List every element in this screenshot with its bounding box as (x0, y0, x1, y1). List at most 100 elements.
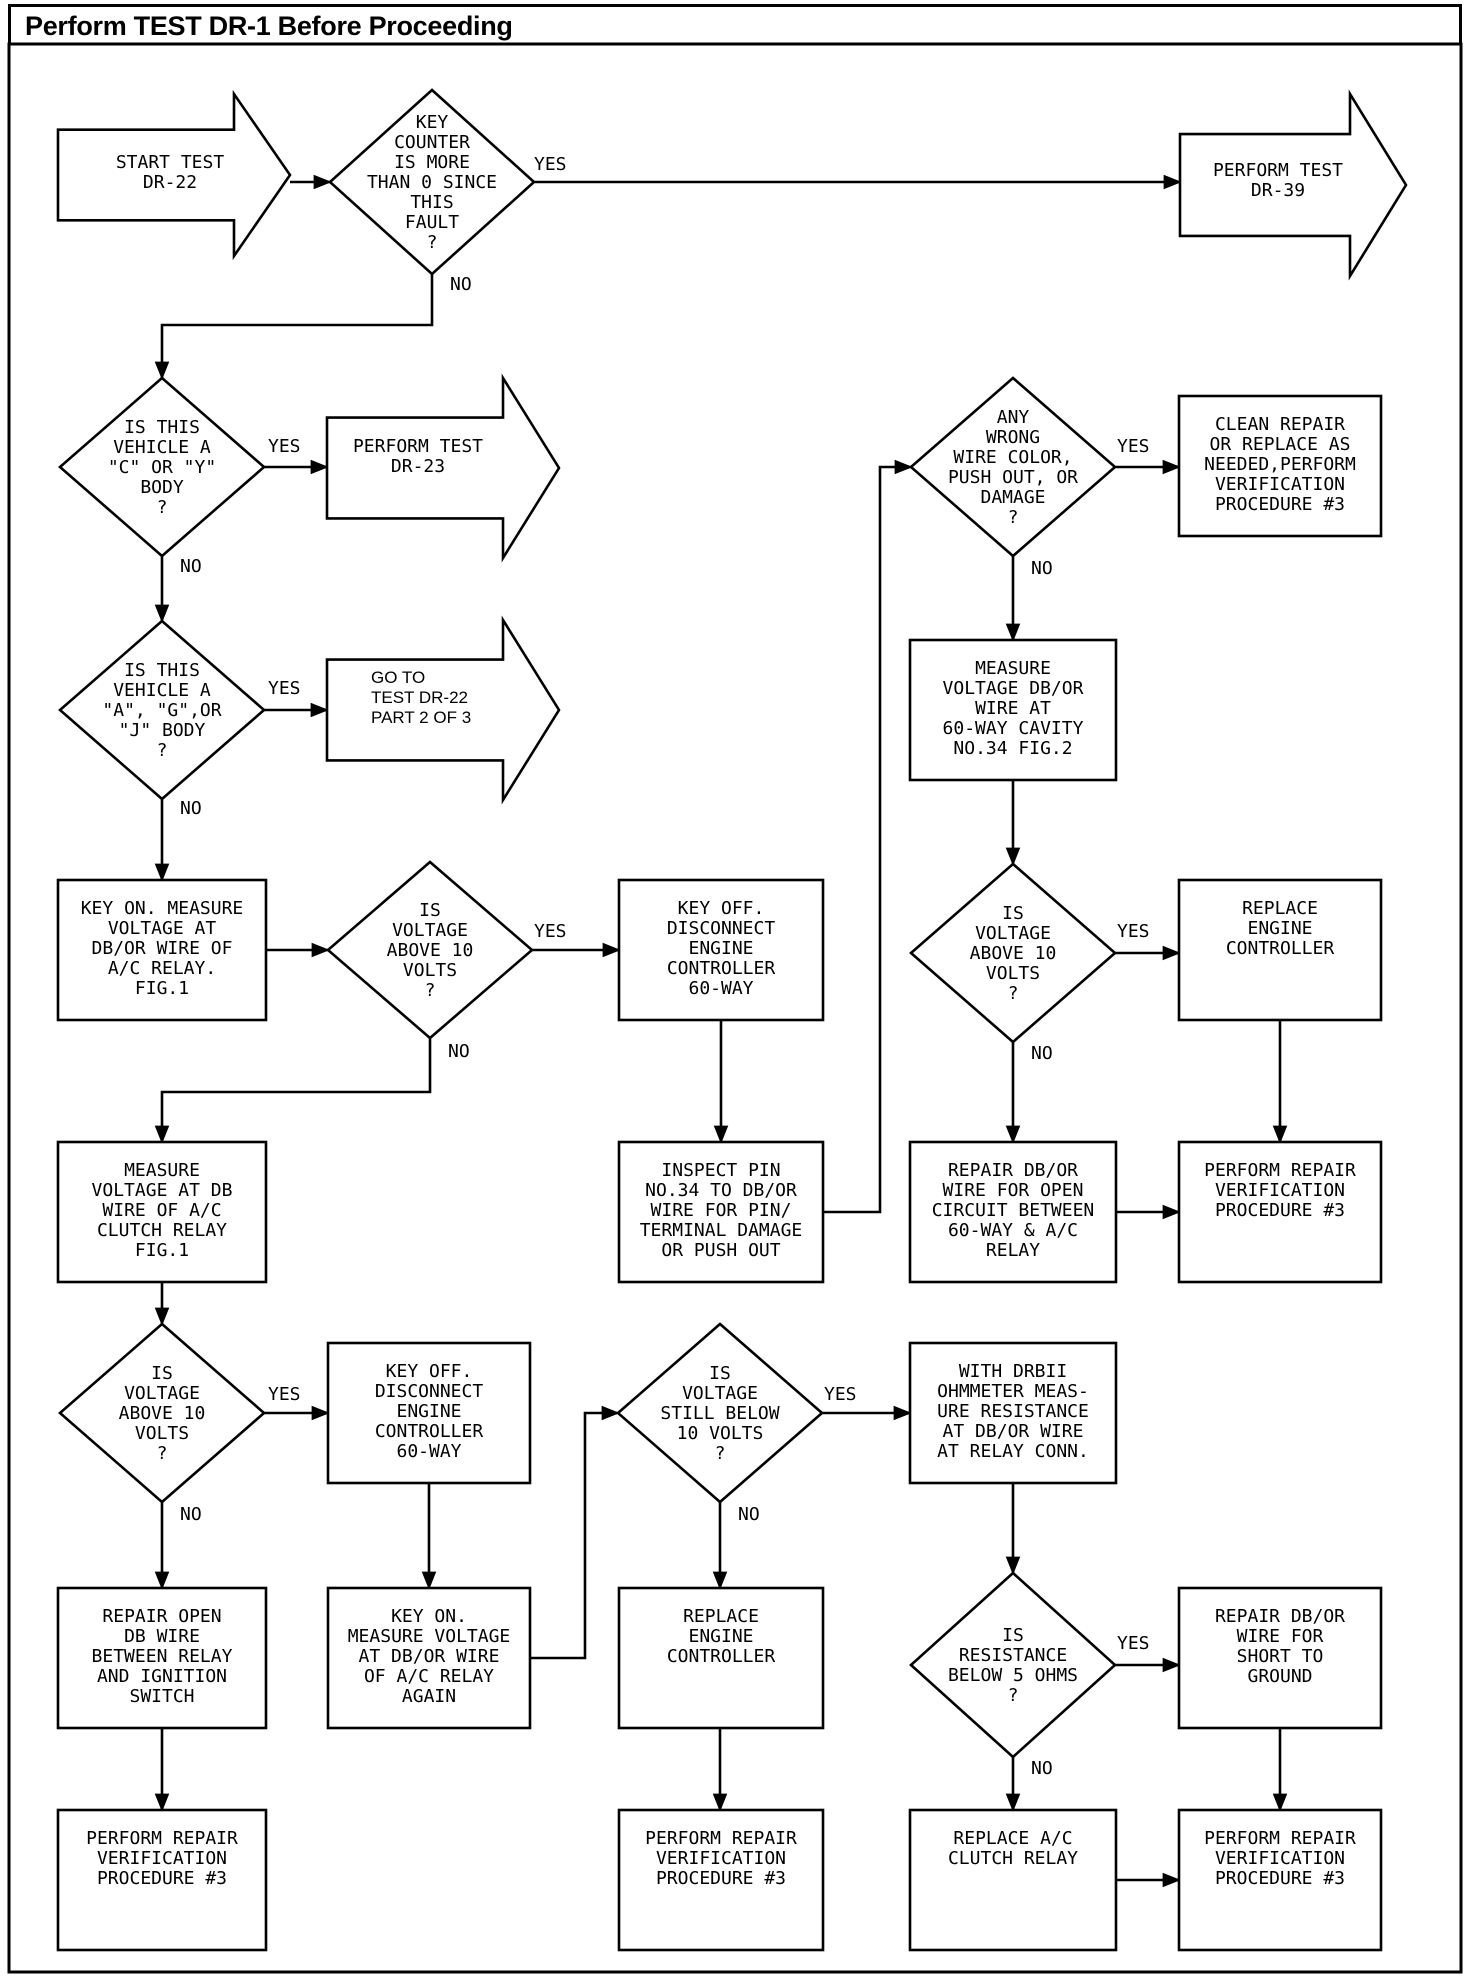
node-text-line: VOLTS (986, 963, 1040, 984)
node-text-line: 60-WAY (396, 1441, 461, 1462)
node-text-line: RESISTANCE (959, 1645, 1067, 1666)
offpage-arrow (325, 615, 561, 805)
node-text-line: ? (715, 1443, 726, 1464)
node-text-line: REPLACE (1242, 898, 1318, 919)
node-text-line: STILL BELOW (660, 1403, 779, 1424)
node-text-line: CLUTCH RELAY (97, 1220, 227, 1241)
node-text-line: NEEDED,PERFORM (1204, 454, 1356, 475)
node-text-line: FAULT (405, 212, 459, 233)
process-box (326, 1341, 532, 1485)
page-title: Perform TEST DR-1 Before Proceeding (25, 11, 513, 41)
process-box (617, 878, 825, 1022)
process-box (1177, 1808, 1383, 1952)
edge-label-yes: YES (1117, 1633, 1150, 1654)
node-text-line: WRONG (986, 427, 1040, 448)
decision-diamond (328, 88, 536, 276)
node-text-line: VERIFICATION (97, 1848, 227, 1869)
node-text-line: WIRE FOR PIN/ (651, 1200, 792, 1221)
edge-label-yes: YES (268, 678, 301, 699)
node-text-line: 10 VOLTS (677, 1423, 764, 1444)
node-text-line: CONTROLLER (667, 1646, 776, 1667)
node-text-line: NO.34 TO DB/OR (645, 1180, 797, 1201)
node-text-line: REPLACE (683, 1606, 759, 1627)
node-text-line: IS MORE (394, 152, 470, 173)
node-text-line: NO.34 FIG.2 (953, 738, 1072, 759)
node-text-line: VOLTS (403, 960, 457, 981)
node-text-line: VERIFICATION (656, 1848, 786, 1869)
node-text-line: VOLTAGE DB/OR (943, 678, 1084, 699)
node-text-line: ENGINE (688, 1626, 753, 1647)
node-text-line: WIRE FOR (1237, 1626, 1324, 1647)
node-text-line: THAN 0 SINCE (367, 172, 497, 193)
node-text-line: PROCEDURE #3 (97, 1868, 227, 1889)
node-text-line: OF A/C RELAY (364, 1666, 494, 1687)
node-text-line: ? (427, 232, 438, 253)
decision-diamond (58, 1322, 266, 1504)
node-text-line: IS (709, 1363, 731, 1384)
node-text-line: VOLTAGE AT (108, 918, 217, 939)
edge-label-yes: YES (268, 1384, 301, 1405)
node-text-line: ? (157, 497, 168, 518)
node-text-line: ABOVE 10 (387, 940, 474, 961)
node-text-line: IS (151, 1363, 173, 1384)
node-text-line: VERIFICATION (1215, 474, 1345, 495)
edge-label-no: NO (448, 1041, 470, 1062)
node-text-line: KEY (416, 112, 449, 133)
node-text-line: CONTROLLER (375, 1421, 484, 1442)
node-text-line: VOLTAGE (124, 1383, 200, 1404)
node-text-line: WIRE AT (975, 698, 1051, 719)
decision-diamond (909, 862, 1117, 1044)
node-text-line: OR PUSH OUT (661, 1240, 780, 1261)
decision-diamond (909, 1571, 1117, 1759)
decision-diamond (58, 376, 266, 558)
node-text-line: CONTROLLER (667, 958, 776, 979)
node-text-line: AND IGNITION (97, 1666, 227, 1687)
node-text-line: ABOVE 10 (970, 943, 1057, 964)
node-text-line: DISCONNECT (667, 918, 776, 939)
node-text-line: 60-WAY & A/C (948, 1220, 1078, 1241)
node-text-line: OR REPLACE AS (1210, 434, 1351, 455)
node-text-line: SHORT TO (1237, 1646, 1324, 1667)
edge-label-no: NO (1031, 1043, 1053, 1064)
node-text-line: IS THIS (124, 417, 200, 438)
node-text-line: REPAIR DB/OR (948, 1160, 1078, 1181)
flow-arrow (530, 1405, 620, 1660)
node-text-line: A/C RELAY. (108, 958, 216, 979)
offpage-arrow (1178, 89, 1408, 281)
decision-diamond (909, 376, 1117, 558)
node-text-line: PROCEDURE #3 (1215, 494, 1345, 515)
process-box (1177, 394, 1383, 538)
process-box (617, 1808, 825, 1952)
node-text-line: "A", "G",OR (102, 700, 221, 721)
node-text-line: ANY (997, 407, 1030, 428)
node-text-line: VOLTAGE AT DB (92, 1180, 233, 1201)
node-text-line: "C" OR "Y" (108, 457, 216, 478)
flow-arrow (154, 274, 434, 380)
flow-arrow (823, 459, 913, 1214)
edge-label-no: NO (450, 274, 472, 295)
process-box (908, 1808, 1118, 1952)
node-text-line: BODY (140, 477, 184, 498)
node-text-line: IS THIS (124, 660, 200, 681)
process-box (908, 1140, 1118, 1284)
node-text-line: CLEAN REPAIR (1215, 414, 1345, 435)
process-box (56, 1140, 268, 1284)
decision-diamond (326, 860, 534, 1040)
